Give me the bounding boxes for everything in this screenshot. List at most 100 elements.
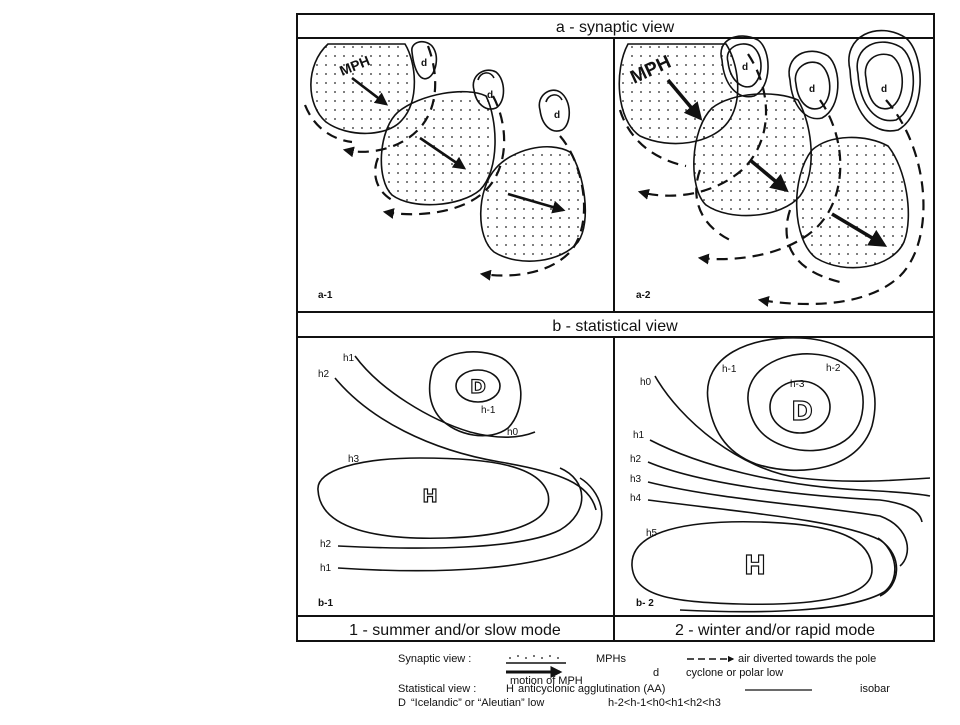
high-letter-H: H [422,486,437,507]
cyclone-outline [726,43,762,88]
cyclone-outline [856,41,915,122]
cyclone-outline [788,50,839,120]
diverted-air-path [479,135,586,281]
legend-D-symbol: D [398,697,406,709]
legend-icelandic: “Icelandic” or “Aleutian” low [411,697,544,709]
legend-synoptic-heading: Synaptic view : [398,653,471,665]
legend-air-diverted: air diverted towards the pole [738,653,876,665]
cyclone-outline [794,61,831,110]
cyclone-outline [720,35,769,98]
mph-motion-arrow [351,76,389,106]
isobar-label: h-1 [722,364,737,375]
isobar-label: h5 [646,528,658,539]
legend-mph-dots [509,655,559,659]
diverted-air-path [785,209,841,284]
cyclone-letter: d [487,90,493,101]
cyclone-outline [538,89,571,132]
isobar-label: h3 [630,474,642,485]
diverted-air-path [695,169,731,241]
cyclone-outline [472,69,505,110]
cyclone-outline [411,40,438,80]
isobar-label: h1 [343,353,355,364]
mph-motion-arrow [831,212,888,247]
isobar-label: h-2 [826,363,841,374]
isobar-label: h2 [320,539,332,550]
diverted-air-path [757,99,925,307]
isobar [679,537,896,613]
synaptic-view-title: a - synaptic view [556,19,675,36]
isobar [647,461,923,523]
isobar [647,481,909,567]
mph-motion-arrow [507,192,566,214]
diverted-air-path [618,109,687,168]
low-letter-D: D [470,376,486,398]
mph-lobe [380,90,496,206]
isobar [337,477,603,572]
isobar [706,337,876,472]
diverted-air-path [303,104,353,144]
panel-a2-label: a-2 [636,290,651,301]
isobar [455,369,501,403]
legend-isobar: isobar [860,683,890,695]
cyclone-letter: d [809,84,815,95]
legend-cyclone: cyclone or polar low [686,667,783,679]
panel-a1: d d d MPH a-1 [303,40,587,301]
isobar [747,353,864,452]
mode-right-label: 2 - winter and/or rapid mode [675,622,875,639]
isobar [647,499,898,597]
cyclone-outline [545,94,563,103]
panel-b2-label: b- 2 [636,598,654,609]
mode-left-label: 1 - summer and/or slow mode [349,622,561,639]
mph-lobe [479,145,587,262]
mph-motion-arrow [748,158,789,193]
cyclone-outline [477,72,495,81]
isobar-label: h2 [630,454,642,465]
legend-h-symbol: H [506,683,514,695]
low-letter-D: D [791,397,813,427]
panel-a2: d d d MPH a-2 [618,29,925,307]
mph-motion-arrow [419,136,467,170]
panel-a1-label: a-1 [318,290,333,301]
legend-mphs: MPHs [596,653,626,665]
isobar [354,355,536,439]
isobar [769,380,831,434]
diverted-air-path [697,99,842,265]
mph-motion-arrow [666,78,703,121]
legend: Synaptic view : MPHs air diverted toward… [398,653,890,709]
isobar-label: h4 [630,493,642,504]
isobar-label: h3 [348,454,360,465]
legend-anticyclonic: anticyclonic agglutination (AA) [518,683,665,695]
cyclone-letter: d [421,58,427,69]
isobar [317,457,550,540]
cyclone-outline [848,29,921,132]
isobar [334,377,597,511]
isobar-label: h1 [320,563,332,574]
mph-lobe [795,136,910,269]
mph-lobe [310,43,416,135]
legend-statistical-heading: Statistical view : [398,683,476,695]
isobar [649,439,931,497]
cyclone-letter: d [554,110,560,121]
mph-lobe [693,93,812,217]
panel-b2: D H h0 h-1 h-2 h-3 h1 h2 h3 h4 h5 b- 2 [630,337,931,613]
legend-order: h-2<h-1<h0<h1<h2<h3 [608,697,721,709]
frame [296,13,935,642]
isobar [631,520,873,606]
legend-motion: motion of MPH [510,675,583,687]
isobar [654,375,931,482]
isobar-label: h0 [640,377,652,388]
cyclone-letter: d [742,62,748,73]
isobar-label: h-1 [481,405,496,416]
legend-d-symbol: d [653,667,659,679]
diverted-air-path [374,157,393,201]
cyclone-outline [864,53,903,110]
statistical-view-title: b - statistical view [552,318,678,335]
panel-b1: D H h1 h2 h-1 h0 h3 h2 h1 b-1 [317,351,603,609]
isobar [337,467,583,549]
isobar-label: h0 [507,427,519,438]
isobar-label: h1 [633,430,645,441]
isobar [428,351,522,437]
isobar-label: h-3 [790,379,805,390]
